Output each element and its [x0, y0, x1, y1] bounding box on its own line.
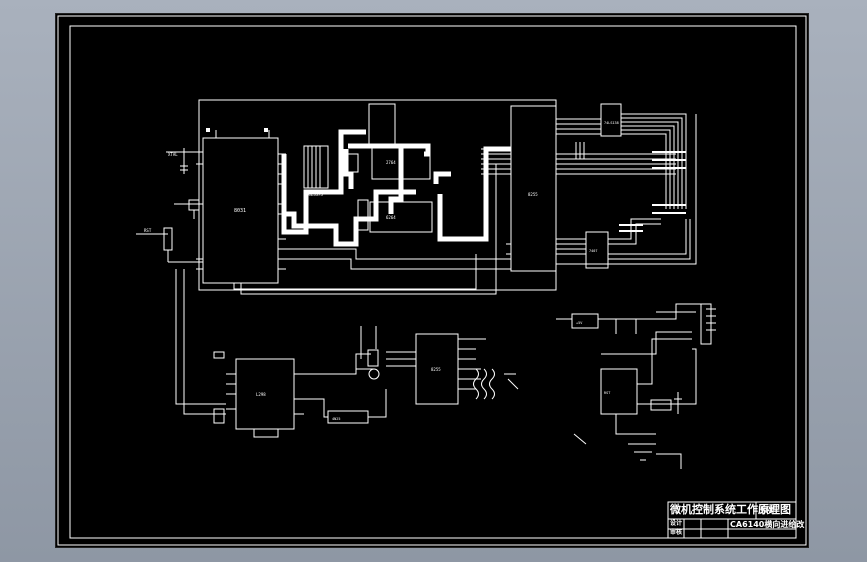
project-name: CA6140横向进给改	[730, 520, 805, 529]
eprom-chip: 2764	[345, 103, 431, 180]
ram-label: 6264	[386, 215, 396, 220]
designer-label: 设计	[670, 520, 683, 527]
cpu-label: 8031	[234, 208, 246, 214]
inner-frame	[69, 25, 797, 539]
title-block	[667, 501, 797, 539]
led-dots	[619, 151, 686, 232]
latch-label: 74LS373	[306, 192, 323, 197]
controller-label: L298	[256, 392, 266, 397]
driver-label: 7407	[589, 249, 597, 253]
power-driver	[415, 333, 519, 405]
drawing-title: 微机控制系统工作原理图	[670, 503, 791, 516]
ppi-label: 8255	[528, 192, 538, 197]
power-supply-label: +5V	[576, 321, 583, 325]
ram-chip: 6264	[357, 199, 433, 233]
title-row-label: 比例	[758, 506, 774, 515]
crystal-label: XTAL	[168, 152, 178, 157]
reset-label: RST	[144, 228, 152, 233]
led-array	[556, 113, 697, 265]
decoder-label: 74LS138	[604, 121, 619, 125]
crystal-circuit	[136, 148, 203, 263]
power-driver-label: 8255	[431, 367, 441, 372]
address-bus	[233, 164, 511, 295]
latch-chip: 74LS373	[303, 145, 329, 197]
stepper-controller: L298	[175, 269, 304, 438]
driver-chip: 7407	[585, 231, 609, 269]
outer-frame	[57, 15, 807, 546]
reset-chip-label: RST	[604, 391, 611, 395]
eprom-label: 2764	[386, 160, 396, 165]
optocoupler	[304, 326, 416, 424]
optocoupler-label: 4N25	[332, 417, 340, 421]
schematic-drawing: 8031	[57, 15, 807, 546]
ppi-chip: 8255	[481, 105, 676, 272]
decoder-chip: 74LS138	[600, 103, 622, 137]
checker-label: 审核	[670, 529, 683, 536]
cpu-chip: 8031	[196, 128, 286, 284]
power-supply-circuit	[556, 303, 716, 469]
drawing-canvas[interactable]: 8031	[56, 14, 808, 547]
